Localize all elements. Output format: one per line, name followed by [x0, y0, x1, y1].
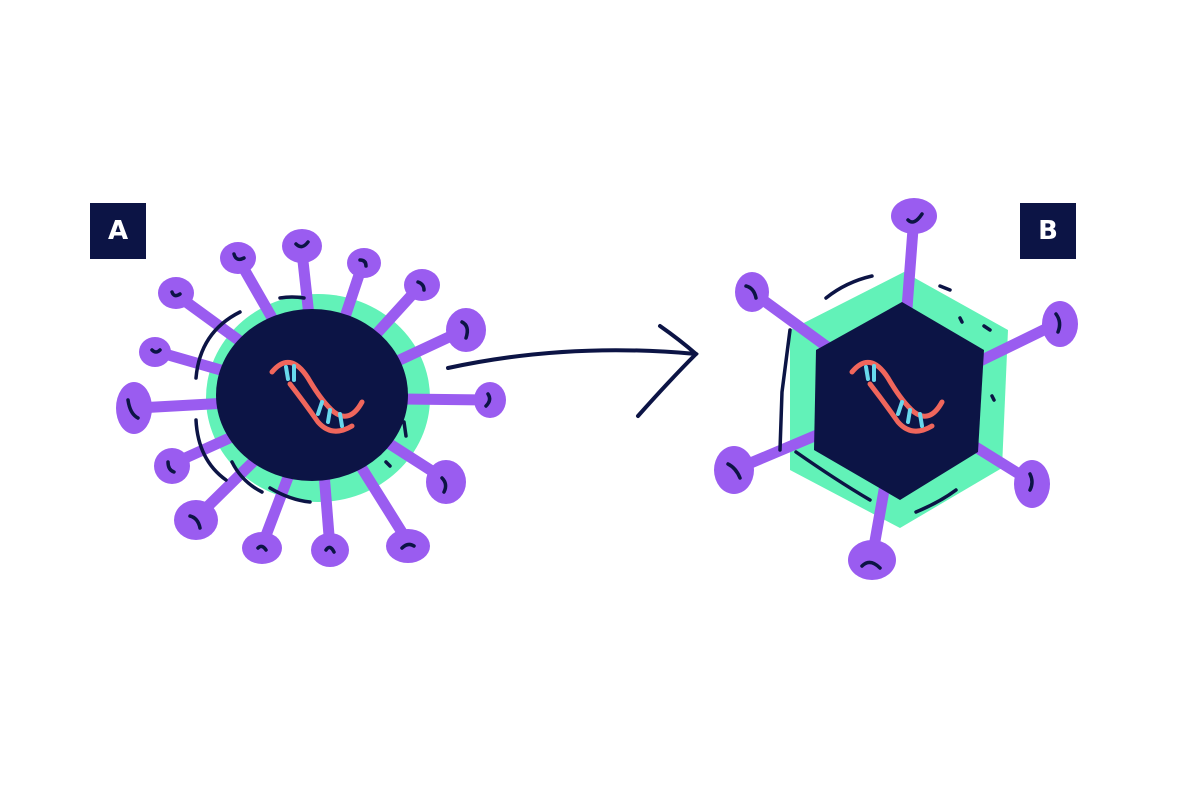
spike-head — [848, 540, 896, 580]
label-a-text: A — [107, 216, 129, 246]
rna-helix-icon — [269, 360, 365, 434]
hexagon-capsid — [814, 302, 984, 500]
spike-head — [891, 198, 937, 234]
label-b-text: B — [1038, 216, 1058, 246]
curved-arrow-icon — [446, 324, 699, 418]
spike-head — [154, 448, 190, 484]
spike-head — [158, 277, 194, 309]
spike-head — [311, 533, 349, 567]
spherical-virus-icon — [116, 229, 506, 567]
label-b-badge: B — [1020, 203, 1076, 259]
spike-head — [116, 382, 152, 434]
rna-helix-icon — [849, 360, 945, 434]
virus-a-sketch-lines — [194, 295, 408, 504]
virus-a-head-marks — [126, 240, 492, 554]
capsid-core — [216, 309, 408, 481]
virus-b-sketch-lines — [778, 274, 996, 514]
label-a-badge: A — [90, 203, 146, 259]
virus-b-head-marks — [726, 212, 1062, 570]
icosahedral-virus-icon — [714, 198, 1078, 580]
